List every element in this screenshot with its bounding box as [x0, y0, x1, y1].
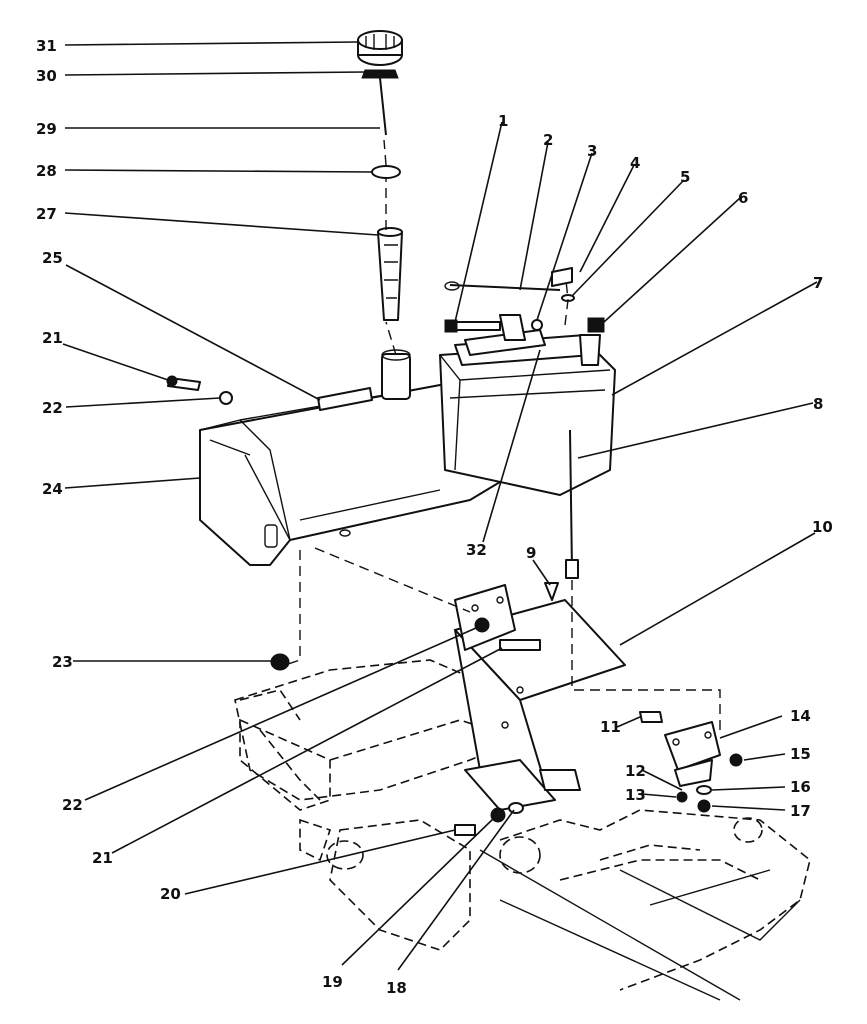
callout-6: 6	[738, 189, 748, 207]
fuel-tank	[199, 349, 521, 566]
callout-3: 3	[587, 142, 597, 160]
callout-1: 1	[498, 112, 508, 130]
callout-2: 2	[543, 131, 553, 149]
callout-24: 24	[42, 480, 63, 498]
callout-4: 4	[630, 154, 640, 172]
tractor-frame	[234, 659, 811, 1001]
callout-21-upper: 21	[42, 329, 63, 347]
callout-21-lower: 21	[92, 849, 113, 867]
callout-22-upper: 22	[42, 399, 63, 417]
callout-27: 27	[36, 205, 57, 223]
callout-31: 31	[36, 37, 57, 55]
hardware-parts	[166, 267, 743, 836]
fuel-cap-assembly	[357, 30, 403, 321]
callout-17: 17	[790, 802, 811, 820]
callout-20: 20	[160, 885, 181, 903]
callout-28: 28	[36, 162, 57, 180]
leader-lines	[62, 41, 818, 971]
callout-15: 15	[790, 745, 811, 763]
callout-8: 8	[813, 395, 823, 413]
callout-10: 10	[812, 518, 833, 536]
callout-labels: 31 30 29 28 27 25 21 22 24 23 1 2 3 4 5 …	[36, 37, 833, 997]
callout-5: 5	[680, 168, 690, 186]
callout-30: 30	[36, 67, 57, 85]
callout-32: 32	[466, 541, 487, 559]
callout-23: 23	[52, 653, 73, 671]
assembly-guide-lines	[284, 139, 721, 735]
callout-9: 9	[526, 544, 536, 562]
callout-22-lower: 22	[62, 796, 83, 814]
callout-25: 25	[42, 249, 63, 267]
callout-19: 19	[322, 973, 343, 991]
callout-7: 7	[813, 274, 823, 292]
callout-12: 12	[625, 762, 646, 780]
callout-16: 16	[790, 778, 811, 796]
callout-14: 14	[790, 707, 811, 725]
callout-29: 29	[36, 120, 57, 138]
callout-18: 18	[386, 979, 407, 997]
callout-13: 13	[625, 786, 646, 804]
callout-11: 11	[600, 718, 621, 736]
